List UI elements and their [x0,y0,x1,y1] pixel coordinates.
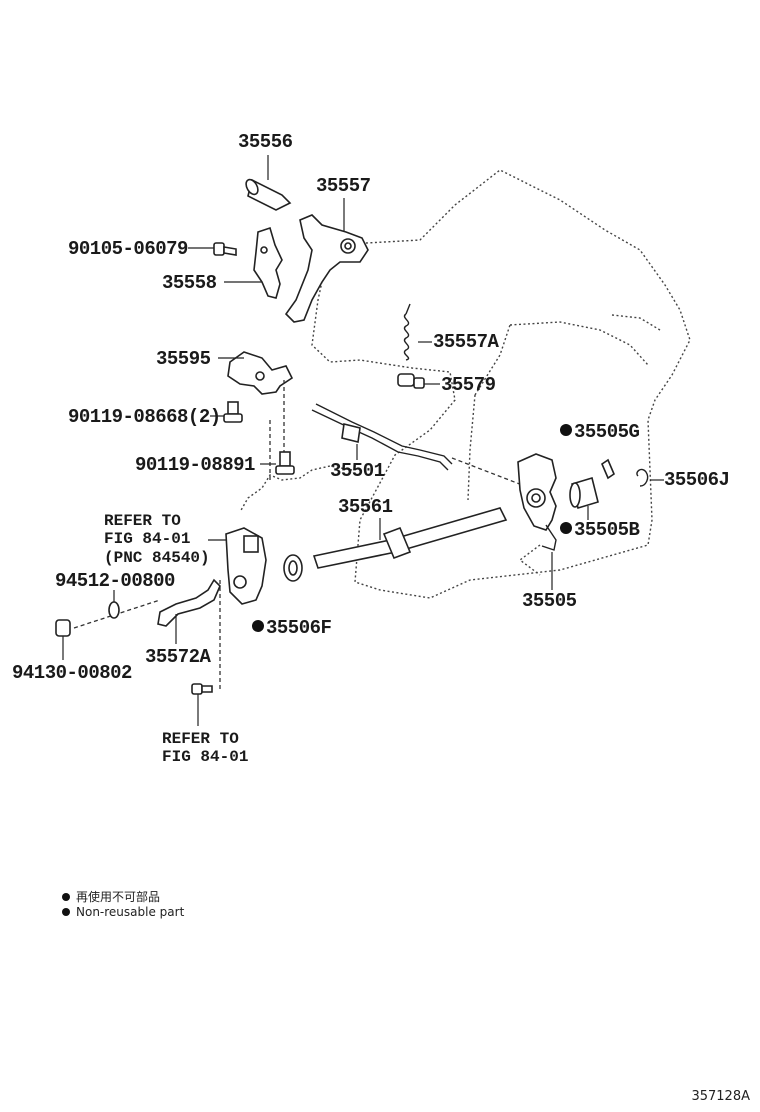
bracket-35572A [157,578,221,644]
plunger-35579 [397,373,440,389]
part-number-94130-00802[interactable]: 94130-00802 [12,662,132,684]
rod-35501 [311,403,453,471]
non-reusable-marker [62,893,70,901]
non-reusable-marker [560,424,572,436]
part-number-35556[interactable]: 35556 [238,131,293,153]
seal-35506F [283,554,303,582]
lever-35557 [284,198,369,323]
pin-35556 [245,155,292,211]
bolt-90105-06079 [188,242,237,256]
plate-35558 [224,226,283,299]
transmission-housing [239,169,691,599]
washer-94512-00800 [108,590,120,619]
reference-note-2[interactable]: REFER TO FIG 84-01 [162,730,249,767]
reference-note-1[interactable]: REFER TO FIG 84-01 (PNC 84540) [104,512,210,567]
part-number-35505[interactable]: 35505 [522,590,577,612]
part-number-35501[interactable]: 35501 [330,460,385,482]
bolt-90119-08891 [260,451,295,475]
collar-35505B [569,476,599,520]
part-number-35506F[interactable]: 35506F [252,619,332,638]
part-number-35561[interactable]: 35561 [338,496,393,518]
part-number-35579[interactable]: 35579 [441,374,496,396]
bracket-35595 [218,351,294,395]
clip-35506J [636,468,664,487]
pin-35505G [601,458,615,480]
part-number-35572A[interactable]: 35572A [145,646,211,668]
part-number-90105-06079[interactable]: 90105-06079 [68,238,188,260]
part-number-90119-08668[interactable]: 90119-08668(2) [68,406,221,428]
part-number-90119-08891[interactable]: 90119-08891 [135,454,255,476]
part-number-94512-00800[interactable]: 94512-00800 [55,570,175,592]
legend-jp: 再使用不可部品 [62,888,160,905]
part-number-35506J[interactable]: 35506J [664,469,730,491]
non-reusable-marker [560,522,572,534]
spring-35557A [403,303,432,361]
part-number-35558[interactable]: 35558 [162,272,217,294]
neutral-switch [208,527,267,605]
bolt-ref-84-01 [191,683,213,726]
part-number-35557[interactable]: 35557 [316,175,371,197]
part-number-35557A[interactable]: 35557A [433,331,499,353]
part-number-35505G[interactable]: 35505G [560,423,640,442]
part-number-35595[interactable]: 35595 [156,348,211,370]
lever-35505 [517,453,557,590]
legend-en: Non-reusable part [62,905,184,919]
non-reusable-marker [252,620,264,632]
bolt-90119-08668 [210,401,243,423]
shaft-35561 [312,507,508,569]
nut-94130-00802 [55,619,71,660]
figure-number: 357128A [691,1089,750,1104]
non-reusable-marker [62,908,70,916]
part-number-35505B[interactable]: 35505B [560,521,640,540]
